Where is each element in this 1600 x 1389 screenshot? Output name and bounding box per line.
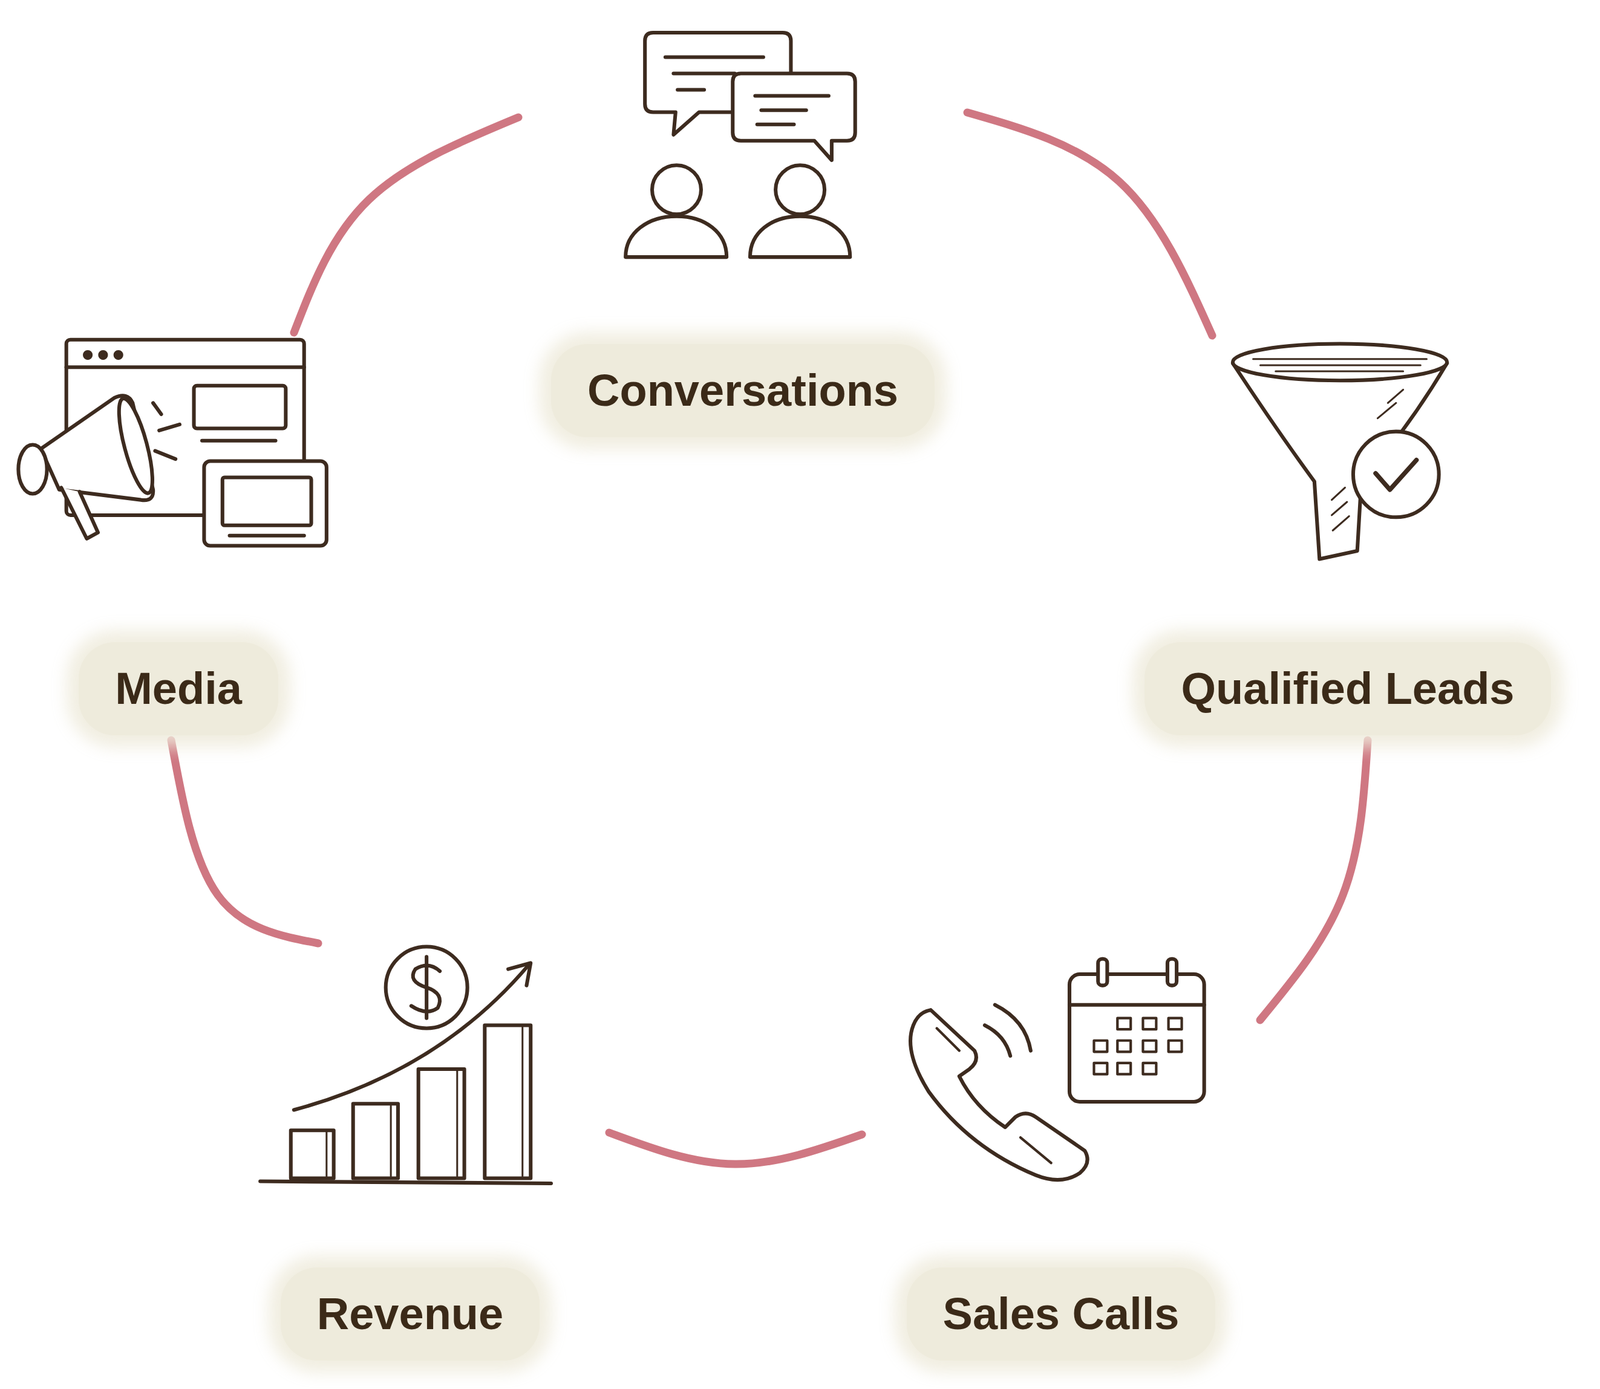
stage-node: Media xyxy=(12,332,332,741)
icon-stroke xyxy=(1253,358,1427,360)
icon-stroke xyxy=(1117,1041,1131,1053)
icon-stroke xyxy=(673,71,735,76)
icon-stroke xyxy=(229,534,305,538)
icon-stroke xyxy=(111,395,160,497)
icon-stroke xyxy=(66,365,305,369)
icon-stroke xyxy=(984,1025,1011,1057)
stage-node: Sales Calls xyxy=(862,952,1261,1366)
icon-stroke xyxy=(260,1182,552,1184)
icon-stroke xyxy=(1332,502,1348,516)
icon-stroke xyxy=(99,352,106,359)
stage-label: Revenue xyxy=(316,1289,504,1340)
stage-node: Revenue xyxy=(211,943,610,1366)
icon-stroke xyxy=(1332,487,1346,500)
icon-stroke xyxy=(1260,364,1421,366)
cycle-arc xyxy=(293,117,519,333)
icon-stroke xyxy=(995,1005,1031,1052)
icon-stroke xyxy=(910,1010,1088,1181)
icon-stroke xyxy=(1387,389,1403,403)
stage-node: Qualified Leads xyxy=(1122,335,1587,741)
icon-stroke xyxy=(754,94,829,98)
icon-stroke xyxy=(750,216,850,258)
icon-stroke xyxy=(1332,516,1349,532)
icon-stroke xyxy=(115,352,122,359)
icon-stroke xyxy=(984,1005,1031,1057)
icon-stroke xyxy=(508,963,531,987)
icon-stroke xyxy=(385,947,468,1029)
revenue-chart-icon xyxy=(260,947,552,1184)
icon-stroke xyxy=(194,385,287,429)
icon-stroke xyxy=(290,1130,334,1179)
icon-stroke xyxy=(1093,1041,1107,1053)
icon-stroke xyxy=(625,216,727,258)
icon-stroke xyxy=(159,424,180,431)
icon-stroke xyxy=(61,487,98,539)
icon-stroke xyxy=(677,87,705,92)
icon-stroke xyxy=(456,1071,458,1177)
label-pill: Media xyxy=(78,642,279,735)
stage-label: Sales Calls xyxy=(943,1289,1180,1340)
icon-stroke xyxy=(1377,402,1396,418)
icon-stroke xyxy=(1069,974,1205,1103)
stage-label: Media xyxy=(114,663,242,714)
icon-stroke xyxy=(153,402,161,415)
icon-stroke xyxy=(665,55,764,59)
icon-stroke xyxy=(1142,1063,1156,1075)
cycle-arc xyxy=(967,112,1213,336)
icon-stroke xyxy=(1168,1041,1183,1053)
icon-stroke xyxy=(1093,1018,1182,1075)
icon-stroke xyxy=(153,402,180,460)
icon-stroke xyxy=(1069,1003,1205,1008)
conversation-icon xyxy=(625,32,856,258)
icon-stroke xyxy=(757,122,795,127)
icon-stroke xyxy=(1167,959,1177,987)
icon-stroke xyxy=(1093,1063,1107,1075)
icon-stroke xyxy=(418,1069,465,1179)
icon-stroke xyxy=(937,1028,1052,1164)
icon-stroke xyxy=(1275,370,1404,373)
cycle-arc xyxy=(1260,740,1368,1021)
icon-stroke xyxy=(1232,344,1447,382)
phone-calendar-icon xyxy=(910,959,1205,1181)
funnel-icon xyxy=(1232,344,1447,560)
cycle-arc xyxy=(171,740,319,944)
icon-stroke xyxy=(202,439,276,443)
icon-stroke xyxy=(1232,363,1447,560)
icon-stroke xyxy=(761,108,807,112)
icon-stroke xyxy=(84,352,91,359)
label-pill: Conversations xyxy=(551,344,935,437)
icon-stroke xyxy=(203,461,327,547)
icon-stroke xyxy=(1097,959,1107,987)
icon-stroke xyxy=(521,1027,524,1177)
stage-label: Conversations xyxy=(587,365,899,416)
icon-stroke xyxy=(1117,1063,1131,1075)
stage-label: Qualified Leads xyxy=(1180,663,1515,714)
icon-stroke xyxy=(353,1103,399,1179)
stage-node: Conversations xyxy=(518,24,968,443)
label-pill: Revenue xyxy=(280,1267,540,1361)
label-pill: Sales Calls xyxy=(906,1267,1216,1361)
icon-stroke xyxy=(325,1133,328,1178)
icon-stroke xyxy=(18,445,47,495)
icon-stroke xyxy=(1117,1018,1131,1031)
icon-stroke xyxy=(732,73,855,160)
icon-stroke xyxy=(154,451,176,460)
label-pill: Qualified Leads xyxy=(1144,642,1551,735)
icon-stroke xyxy=(1168,1018,1183,1031)
icon-stroke xyxy=(652,165,702,215)
media-icon xyxy=(18,339,327,547)
cycle-arc xyxy=(609,1133,863,1165)
icon-stroke xyxy=(222,477,312,526)
icon-stroke xyxy=(1353,431,1440,518)
icon-stroke xyxy=(424,956,429,1019)
icon-stroke xyxy=(390,1106,392,1177)
icon-stroke xyxy=(1142,1041,1156,1053)
icon-stroke xyxy=(775,165,825,215)
icon-stroke xyxy=(1375,460,1417,490)
icon-stroke xyxy=(1142,1018,1156,1031)
icon-stroke xyxy=(484,1025,531,1179)
